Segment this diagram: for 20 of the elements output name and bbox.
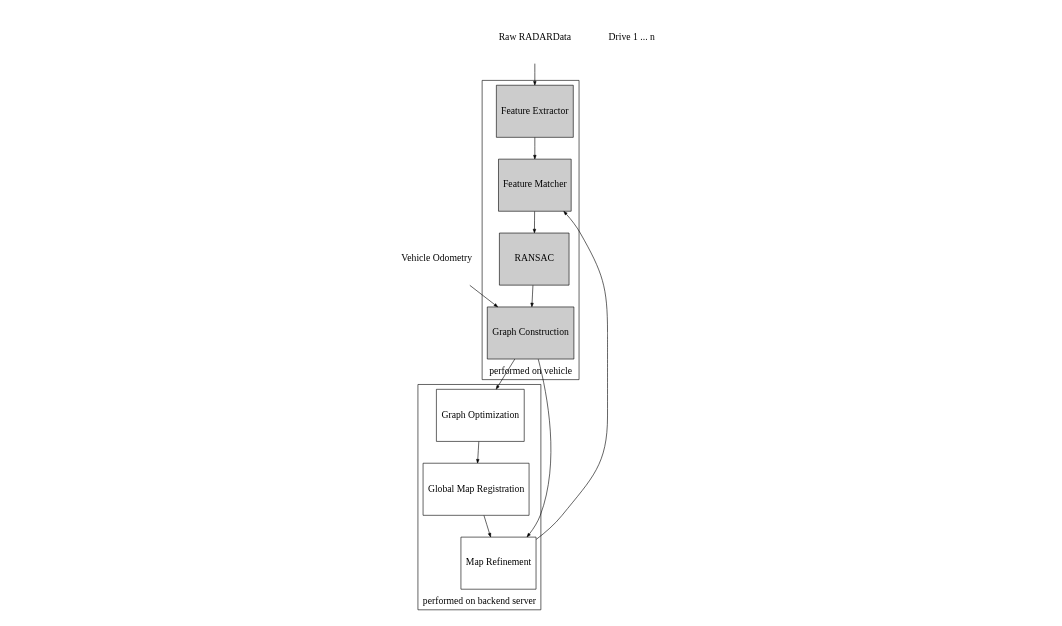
arrow — [469, 285, 498, 308]
node-box: Graph Optimization — [435, 389, 525, 442]
arrow — [532, 211, 536, 234]
node-text: Vehicle Odometry — [400, 252, 472, 264]
label: Drive 1 ... n — [608, 30, 655, 42]
node-box: Feature Extractor — [495, 84, 574, 138]
arrow — [526, 358, 551, 538]
arrow — [483, 515, 491, 538]
node-text: Raw RADARData — [498, 30, 571, 42]
arrow — [532, 137, 536, 160]
arrow — [495, 358, 515, 390]
arrow — [535, 211, 608, 540]
arrow — [530, 285, 534, 308]
node-box: Global Map Registration — [422, 462, 529, 516]
node-box: Graph Construction — [486, 306, 574, 360]
node-box: Map Refinement — [460, 536, 536, 590]
arrow — [532, 63, 536, 86]
node-box: RANSAC — [498, 232, 569, 286]
arrow — [475, 441, 479, 464]
node-box: Feature Matcher — [497, 158, 571, 212]
